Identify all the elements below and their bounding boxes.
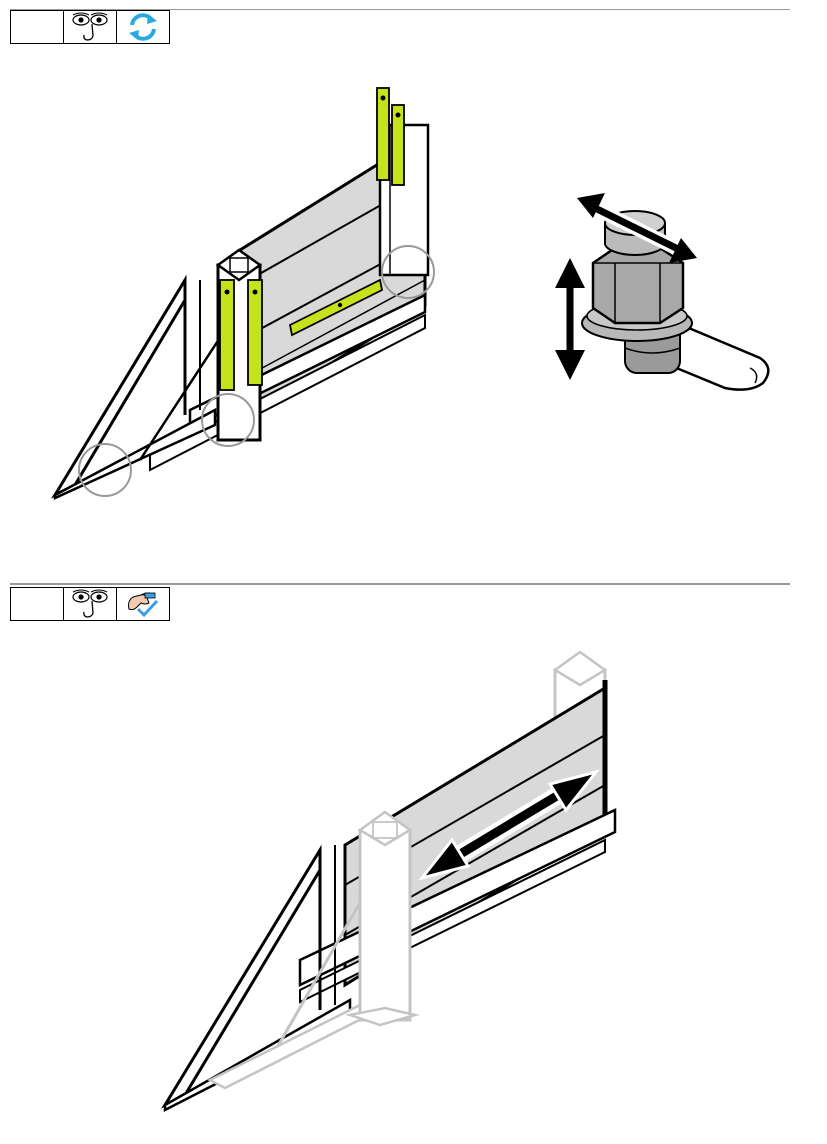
hand-check-icon: [116, 587, 170, 621]
eyes-inspect-icon: [63, 10, 117, 44]
adjustable-nut-illustration: [555, 193, 770, 391]
eyes-inspect-icon: [63, 587, 117, 621]
step-2-icon-bar: [10, 587, 170, 621]
step-2-divider: [10, 583, 790, 585]
step-1-icon-bar: [10, 10, 170, 44]
gate-leveling-illustration: [51, 87, 435, 500]
step-1-divider: [10, 9, 790, 10]
step-number-box: [10, 10, 64, 44]
refresh-cycle-icon: [116, 10, 170, 44]
gate-sliding-test-illustration: [161, 650, 617, 1113]
step-number-box: [10, 587, 64, 621]
